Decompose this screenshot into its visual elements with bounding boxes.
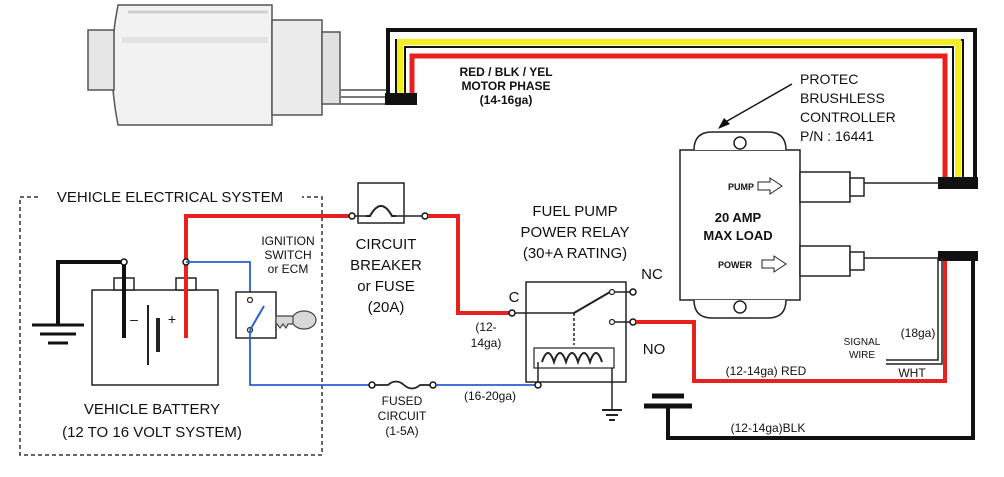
breaker-label-1: CIRCUIT <box>356 236 417 253</box>
relay-no-label: NO <box>643 341 666 358</box>
brushless-controller: PUMP 20 AMP MAX LOAD POWER PROTEC BRUSHL… <box>679 71 978 319</box>
relay-to-controller-red-wire <box>636 255 947 383</box>
fuel-pump-motor <box>87 4 390 126</box>
controller-load-label-2: MAX LOAD <box>703 228 772 243</box>
motor-phase-wires: RED / BLK / YEL MOTOR PHASE (14-16ga) <box>385 28 978 189</box>
controller-ground-wire: (12-14ga)BLK <box>644 258 975 440</box>
signal-wire: SIGNAL WIRE (18ga) WHT <box>844 258 943 380</box>
relay-title-3: (30+A RATING) <box>523 245 627 262</box>
breaker-label-2: BREAKER <box>350 257 422 274</box>
fused-label-2: CIRCUIT <box>378 409 427 423</box>
controller-load-label-1: 20 AMP <box>715 210 762 225</box>
wht-label: WHT <box>898 366 926 380</box>
signal-gauge-label: (18ga) <box>901 326 936 340</box>
battery-minus-label: – <box>130 311 138 327</box>
ignition-label-3: or ECM <box>268 262 309 276</box>
battery-label-1: VEHICLE BATTERY <box>84 401 220 418</box>
relay-title-2: POWER RELAY <box>521 224 630 241</box>
relay-nc-label: NC <box>641 266 663 283</box>
relay-title-1: FUEL PUMP <box>532 203 617 220</box>
fuel-pump-relay: FUEL PUMP POWER RELAY (30+A RATING) C NC… <box>508 203 666 421</box>
ignition-switch: IGNITION SWITCH or ECM <box>186 234 372 386</box>
battery-label-2: (12 TO 16 VOLT SYSTEM) <box>62 424 242 441</box>
red-wire-label: (12-14ga) RED <box>726 364 807 378</box>
battery-plus-label: + <box>168 311 176 327</box>
vehicle-system-title: VEHICLE ELECTRICAL SYSTEM <box>57 189 283 206</box>
relay-c-label: C <box>509 289 520 306</box>
fused-label-1: FUSED <box>382 394 423 408</box>
controller-pump-label: PUMP <box>728 182 754 192</box>
motor-phase-label-3: (14-16ga) <box>480 93 533 107</box>
controller-power-label: POWER <box>718 260 753 270</box>
controller-label-2: BRUSHLESS <box>800 90 885 106</box>
vehicle-electrical-system-box: VEHICLE ELECTRICAL SYSTEM <box>19 189 323 456</box>
fused-gauge-label: (16-20ga) <box>464 389 516 403</box>
controller-label-3: CONTROLLER <box>800 109 896 125</box>
motor-phase-label-2: MOTOR PHASE <box>461 79 550 93</box>
key-icon <box>275 310 317 330</box>
signal-wire-label-1: SIGNAL <box>844 337 881 348</box>
breaker-to-relay-wire <box>428 214 512 315</box>
signal-wire-label-2: WIRE <box>849 350 875 361</box>
battery-ground <box>32 258 128 345</box>
circuit-breaker: CIRCUIT BREAKER or FUSE (20A) <box>348 182 429 316</box>
blk-wire-label: (12-14ga)BLK <box>731 421 806 435</box>
fused-circuit: FUSED CIRCUIT (1-5A) (16-20ga) <box>368 380 542 438</box>
gauge-c-label-2: 14ga) <box>471 336 502 350</box>
ignition-label-1: IGNITION <box>261 234 314 248</box>
gauge-c-label-1: (12- <box>475 320 496 334</box>
controller-label-4: P/N : 16441 <box>800 128 874 144</box>
breaker-label-4: (20A) <box>368 299 405 316</box>
fused-label-3: (1-5A) <box>385 424 418 438</box>
motor-phase-label-1: RED / BLK / YEL <box>459 65 552 79</box>
vehicle-battery: – + VEHICLE BATTERY (12 TO 16 VOLT SYSTE… <box>62 277 242 441</box>
breaker-label-3: or FUSE <box>357 278 415 295</box>
controller-label-1: PROTEC <box>800 71 858 87</box>
ignition-label-2: SWITCH <box>264 248 311 262</box>
